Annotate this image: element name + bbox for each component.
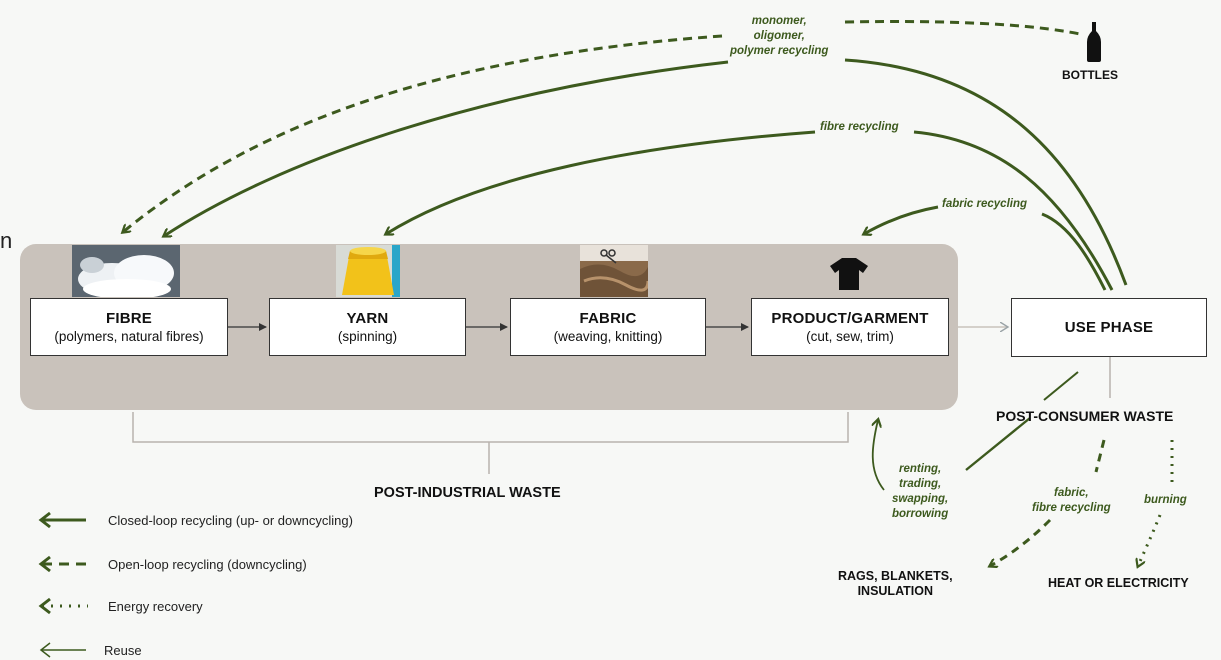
use-phase-title: USE PHASE (1064, 319, 1154, 336)
legend-energy-text: Energy recovery (108, 599, 203, 614)
post-consumer-label: POST-CONSUMER WASTE (996, 408, 1174, 424)
tshirt-icon (830, 258, 868, 290)
burning-label: burning (1144, 494, 1187, 506)
yarn-image (336, 245, 400, 297)
yarn-title: YARN (346, 310, 389, 327)
edge-text-fragment: n (0, 228, 13, 253)
fibre-recycling-label: fibre recycling (820, 121, 899, 133)
renting-label: renting, trading, swapping, borrowing (892, 463, 949, 520)
fibre-box: FIBRE (polymers, natural fibres) (30, 298, 228, 356)
post-industrial-label: POST-INDUSTRIAL WASTE (374, 485, 561, 501)
fibre-title: FIBRE (106, 310, 152, 327)
legend-open-text: Open-loop recycling (downcycling) (108, 557, 307, 572)
product-box: PRODUCT/GARMENT (cut, sew, trim) (751, 298, 949, 356)
fabric-title: FABRIC (579, 310, 637, 327)
rags-label: RAGS, BLANKETS, INSULATION (838, 569, 953, 598)
legend-closed-icon (38, 511, 86, 529)
legend-reuse-icon (39, 642, 86, 658)
monomer-label: monomer, oligomer, polymer recycling (730, 15, 829, 57)
use-phase-box: USE PHASE (1011, 298, 1207, 357)
fabric-box: FABRIC (weaving, knitting) (510, 298, 706, 356)
product-subtitle: (cut, sew, trim) (806, 329, 894, 344)
legend-open-icon (38, 555, 92, 573)
fabric-subtitle: (weaving, knitting) (553, 329, 663, 344)
legend-closed-text: Closed-loop recycling (up- or downcyclin… (108, 513, 353, 528)
fabric-image (580, 245, 648, 297)
yarn-box: YARN (spinning) (269, 298, 466, 356)
fibre-image (72, 245, 180, 297)
fibre-subtitle: (polymers, natural fibres) (54, 329, 204, 344)
product-title: PRODUCT/GARMENT (771, 310, 929, 327)
bottles-label: BOTTLES (1062, 68, 1118, 82)
heat-label: HEAT OR ELECTRICITY (1048, 576, 1189, 590)
bottle-icon (1087, 22, 1101, 62)
legend-energy-icon (38, 597, 88, 615)
fabric-fibre-recycling-label: fabric, fibre recycling (1032, 487, 1111, 514)
yarn-subtitle: (spinning) (337, 329, 398, 344)
legend-reuse-text: Reuse (104, 643, 142, 658)
fabric-recycling-label: fabric recycling (942, 198, 1028, 210)
